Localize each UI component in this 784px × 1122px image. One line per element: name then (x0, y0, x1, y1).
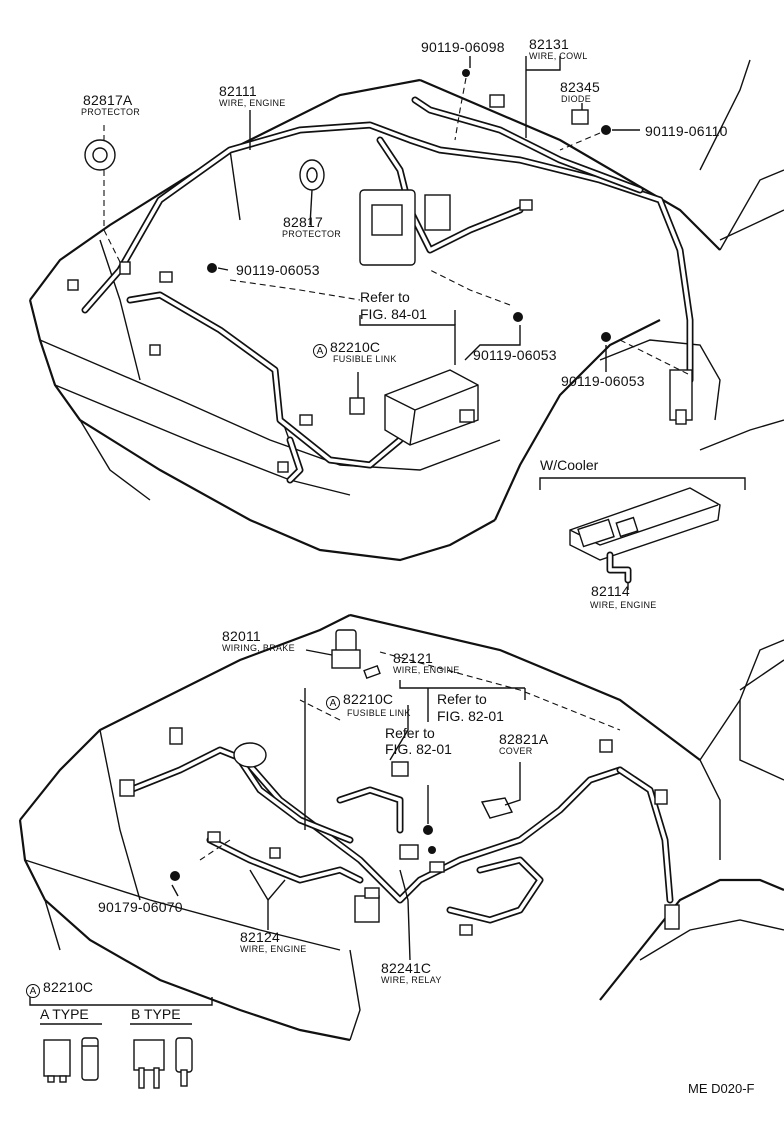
part-desc-82817A: PROTECTOR (81, 107, 141, 117)
part-number-82121[interactable]: 82121 (393, 650, 433, 666)
part-desc-82210C-lower: FUSIBLE LINK (347, 708, 411, 718)
part-number-82345[interactable]: 82345 (560, 79, 600, 95)
part-number-82131[interactable]: 82131 (529, 36, 569, 52)
part-number-82817[interactable]: 82817 (283, 214, 323, 230)
upper-components (67, 69, 693, 473)
legend-b-type-label: B TYPE (131, 1006, 181, 1022)
part-desc-82124: WIRE, ENGINE (240, 944, 307, 954)
part-number-90119-06053-c[interactable]: 90119-06053 (561, 373, 645, 389)
part-number-82821A[interactable]: 82821A (499, 731, 549, 747)
refer-to-label-lower-2: Refer to (385, 725, 435, 741)
part-number-90119-06053-b[interactable]: 90119-06053 (473, 347, 557, 363)
marker-a-icon: A (326, 696, 340, 710)
part-desc-82121: WIRE, ENGINE (393, 665, 460, 675)
fuse-type-a-illustration (43, 1037, 99, 1083)
lower-harness (126, 746, 674, 924)
refer-to-fig-82-01-b[interactable]: FIG. 82-01 (385, 741, 452, 757)
cooler-title: W/Cooler (540, 457, 599, 473)
fuse-type-b-illustration (133, 1037, 193, 1089)
lower-leaders (171, 649, 621, 961)
marker-a-icon: A (26, 984, 40, 998)
part-number-82011[interactable]: 82011 (222, 628, 261, 644)
upper-leaders (103, 56, 691, 398)
legend-a-type-label: A TYPE (40, 1006, 89, 1022)
diagram-code: ME D020-F (688, 1081, 755, 1096)
marker-a-icon: A (313, 344, 327, 358)
refer-to-fig-82-01-a[interactable]: FIG. 82-01 (437, 708, 504, 724)
part-desc-82817: PROTECTOR (282, 229, 342, 239)
part-desc-82111: WIRE, ENGINE (219, 98, 286, 108)
refer-to-fig-84-01[interactable]: FIG. 84-01 (360, 306, 427, 322)
part-desc-82345: DIODE (561, 94, 592, 104)
part-desc-82210C-upper: FUSIBLE LINK (333, 354, 397, 364)
part-number-90119-06098[interactable]: 90119-06098 (421, 39, 505, 55)
part-desc-82114: WIRE, ENGINE (590, 600, 657, 610)
part-desc-82241C: WIRE, RELAY (381, 975, 442, 985)
upper-vehicle-body (28, 59, 784, 562)
part-number-90179-06070[interactable]: 90179-06070 (98, 899, 183, 915)
legend-frame (29, 997, 213, 1025)
lower-vehicle-body (18, 613, 784, 1042)
part-desc-82131: WIRE, COWL (529, 51, 588, 61)
part-desc-82011: WIRING, BRAKE (222, 643, 295, 653)
part-number-82817A[interactable]: 82817A (83, 92, 133, 108)
part-number-82114[interactable]: 82114 (591, 583, 630, 599)
upper-harness (81, 96, 694, 484)
refer-to-label-upper: Refer to (360, 289, 410, 305)
lower-components (119, 629, 680, 936)
part-number-82111[interactable]: 82111 (219, 83, 257, 99)
part-number-90119-06053-a[interactable]: 90119-06053 (236, 262, 320, 278)
part-number-82241C[interactable]: 82241C (381, 960, 432, 976)
part-number-82124[interactable]: 82124 (240, 929, 280, 945)
cooler-inset (539, 477, 746, 590)
refer-to-label-lower-1: Refer to (437, 691, 487, 707)
part-number-90119-06110[interactable]: 90119-06110 (645, 123, 728, 139)
part-desc-82821A: COVER (499, 746, 533, 756)
